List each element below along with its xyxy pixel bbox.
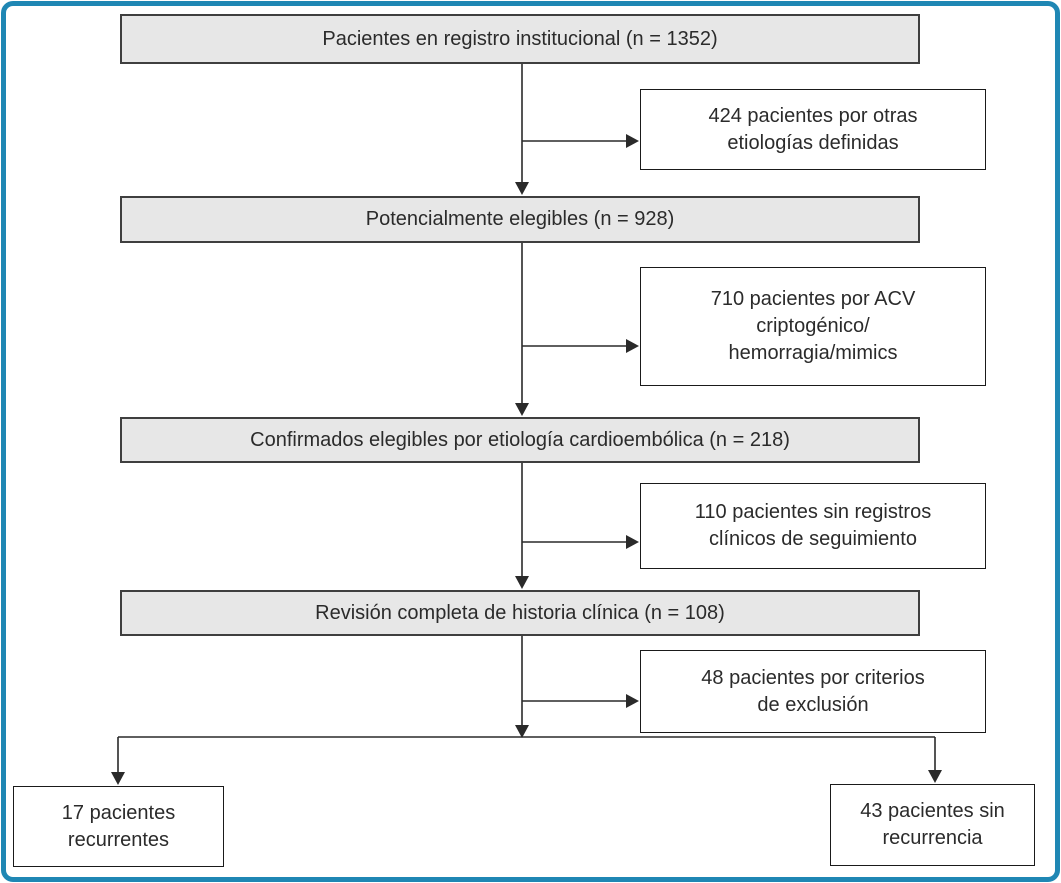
box-excluidos-otras-etiologias-label: 424 pacientes por otras etiologías defin…	[708, 104, 918, 154]
connector-revision-to-split	[515, 636, 529, 738]
connector-split-to-sin-recurrencia	[928, 737, 942, 783]
connector-registro-to-elegibles	[515, 64, 529, 195]
box-pacientes-recurrentes-label: 17 pacientes recurrentes	[61, 801, 176, 851]
box-registro-institucional-label: Pacientes en registro institucional (n =…	[322, 27, 718, 50]
box-revision-historia-clinica: Revisión completa de historia clínica (n…	[120, 590, 920, 636]
connector-confirmados-to-revision	[515, 463, 529, 589]
box-excluidos-otras-etiologias: 424 pacientes por otras etiologías defin…	[640, 89, 986, 170]
box-pacientes-sin-recurrencia-label: 43 pacientes sin recurrencia	[860, 800, 1005, 849]
box-excluidos-sin-registros-label: 110 pacientes sin registros clínicos de …	[694, 501, 932, 550]
box-potencialmente-elegibles-label: Potencialmente elegibles (n = 928)	[365, 208, 675, 230]
box-confirmados-elegibles: Confirmados elegibles por etiología card…	[120, 417, 920, 463]
connector-branch-criterios-exclusion	[522, 694, 639, 708]
box-excluidos-criterios-exclusion-label: 48 pacientes por criterios de exclusión	[701, 666, 925, 716]
box-potencialmente-elegibles: Potencialmente elegibles (n = 928)	[120, 196, 920, 243]
box-excluidos-sin-registros: 110 pacientes sin registros clínicos de …	[640, 483, 986, 569]
connector-branch-sin-registros	[522, 535, 639, 549]
connector-elegibles-to-confirmados	[515, 243, 529, 416]
box-excluidos-acv-criptogenico-label: 710 pacientes por ACV criptogénico/ hemo…	[710, 288, 916, 364]
box-confirmados-elegibles-label: Confirmados elegibles por etiología card…	[250, 428, 790, 451]
connector-branch-otras-etiologias	[522, 134, 639, 148]
box-excluidos-acv-criptogenico: 710 pacientes por ACV criptogénico/ hemo…	[640, 267, 986, 386]
box-pacientes-sin-recurrencia: 43 pacientes sin recurrencia	[830, 784, 1035, 866]
box-excluidos-criterios-exclusion: 48 pacientes por criterios de exclusión	[640, 650, 986, 733]
box-pacientes-recurrentes: 17 pacientes recurrentes	[13, 786, 224, 867]
box-registro-institucional: Pacientes en registro institucional (n =…	[120, 14, 920, 64]
connector-split-to-recurrentes	[111, 737, 125, 785]
box-revision-historia-clinica-label: Revisión completa de historia clínica (n…	[315, 601, 725, 624]
connector-branch-acv-criptogenico	[522, 339, 639, 353]
